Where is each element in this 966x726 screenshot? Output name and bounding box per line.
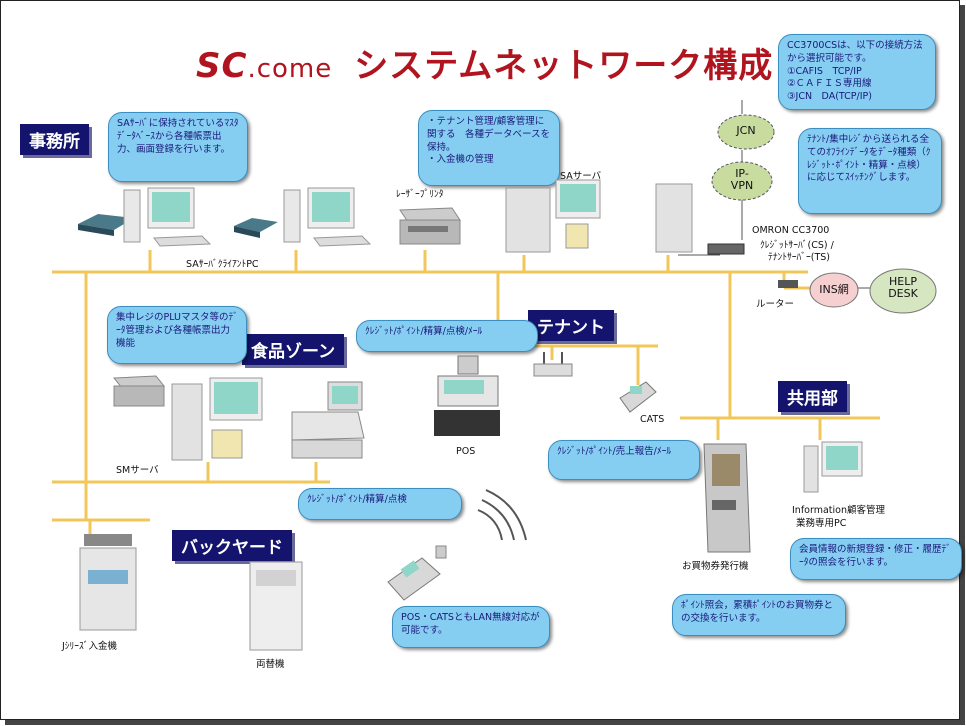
title-system: システムネットワーク構成 <box>354 46 774 86</box>
pos-register-icon <box>434 355 500 436</box>
ins-label: INS網 <box>819 283 849 296</box>
note-cats-tenant: ｸﾚｼﾞｯﾄ/ﾎﾟｲﾝﾄ/売上報告/ﾒｰﾙ <box>548 440 700 480</box>
title-come: .come <box>247 54 333 84</box>
label-voucher-machine: お買物券発行機 <box>682 561 749 572</box>
pc-client-2-icon <box>283 187 372 247</box>
cs-server-icon <box>655 183 693 253</box>
cats-terminal-icon <box>619 381 657 413</box>
helpdesk-label: HELP DESK <box>888 275 918 301</box>
zone-tenant: テナント <box>528 310 614 341</box>
note-point-voucher: ﾎﾟｲﾝﾄ照会，累積ﾎﾟｲﾝﾄのお買物券との交換を行います。 <box>672 594 846 636</box>
label-omron-3: ﾃﾅﾝﾄｻｰﾊﾞｰ(TS) <box>768 252 830 263</box>
label-router: ルーター <box>756 299 795 310</box>
modem-1-icon <box>78 214 134 236</box>
ipvpn-label: IP- VPN <box>730 167 754 193</box>
modem-2-icon <box>234 218 278 238</box>
label-sa-server: SAサーバ <box>560 171 602 182</box>
note-food-register: ｸﾚｼﾞｯﾄ/ﾎﾟｲﾝﾄ/精算/点検 <box>298 488 462 520</box>
zone-backyard: バックヤード <box>172 530 292 561</box>
note-wireless: POS・CATSともLAN無線対応が可能です。 <box>392 606 550 648</box>
label-info-2: 業務専用PC <box>796 518 847 529</box>
info-pc-icon <box>803 441 863 493</box>
zone-food: 食品ゾーン <box>242 334 345 365</box>
helpdesk-cloud <box>869 268 937 314</box>
label-laser-printer: ﾚｰｻﾞｰﾌﾟﾘﾝﾀ <box>396 189 444 200</box>
sm-server-icon <box>171 377 263 461</box>
label-sa-client-pc: SAｻｰﾊﾞｸﾗｲｱﾝﾄPC <box>186 259 259 270</box>
note-member-info: 会員情報の新規登録・修正・履歴ﾃﾞｰﾀの照会を行います。 <box>790 538 962 580</box>
ins-cloud <box>809 272 859 308</box>
zone-common: 共用部 <box>778 381 847 412</box>
j-series-deposit-icon <box>79 534 137 631</box>
note-plu-master: 集中レジのPLUマスタ等のﾃﾞｰﾀ管理および各種帳票出力機能 <box>107 306 247 364</box>
label-info-1: Information顧客管理 <box>792 505 885 516</box>
food-register-icon <box>291 381 365 459</box>
zone-office: 事務所 <box>20 124 89 155</box>
pc-client-1-icon <box>123 187 212 247</box>
laser-printer-icon <box>399 207 461 245</box>
jcn-cloud <box>717 114 775 150</box>
note-pos-tenant: ｸﾚｼﾞｯﾄ/ﾎﾟｲﾝﾄ/精算/点検/ﾒｰﾙ <box>356 320 538 352</box>
ipvpn-cloud <box>711 161 773 201</box>
title-sc: SC <box>196 46 248 86</box>
omron-cc3700-icon <box>707 243 745 255</box>
note-tenant-register: ﾃﾅﾝﾄ/集中ﾚｼﾞから送られる全てのｵﾌﾗｲﾝﾃﾞｰﾀをﾃﾞｰﾀ種類（ｸﾚｼﾞ… <box>798 128 942 214</box>
exchange-machine-icon <box>249 561 303 651</box>
note-cc3700-select: CC3700CSは、以下の接続方法から選択可能です。 ①CAFIS TCP/IP… <box>778 34 936 110</box>
router-icon <box>778 280 798 288</box>
label-omron-2: ｸﾚｼﾞｯﾄｻｰﾊﾞ(CS) / <box>760 240 834 251</box>
sa-server-icon <box>505 179 601 253</box>
wireless-cats-icon <box>387 545 447 601</box>
page-title: SC.come システムネットワーク構成 <box>196 38 773 87</box>
label-pos: POS <box>456 446 476 457</box>
voucher-machine-icon <box>703 443 751 553</box>
label-cats: CATS <box>640 414 665 425</box>
note-tenant-mgmt: ・テナント管理/顧客管理に関する 各種データベースを保持。 ・入金機の管理 <box>418 110 560 186</box>
label-exchange: 両替機 <box>256 659 285 670</box>
sm-printer-icon <box>112 375 166 407</box>
note-sa-server-db: SAｻｰﾊﾞに保持されているﾏｽﾀﾃﾞｰﾀﾍﾞｰｽから各種帳票出力、画面登録を行… <box>108 112 248 182</box>
label-sm-server: SMサーバ <box>116 465 159 476</box>
wireless-ap-icon <box>533 352 573 377</box>
jcn-label: JCN <box>736 124 756 137</box>
label-j-series: Jｼﾘｰｽﾞ入金機 <box>62 641 118 652</box>
label-omron-1: OMRON CC3700 <box>752 225 830 236</box>
